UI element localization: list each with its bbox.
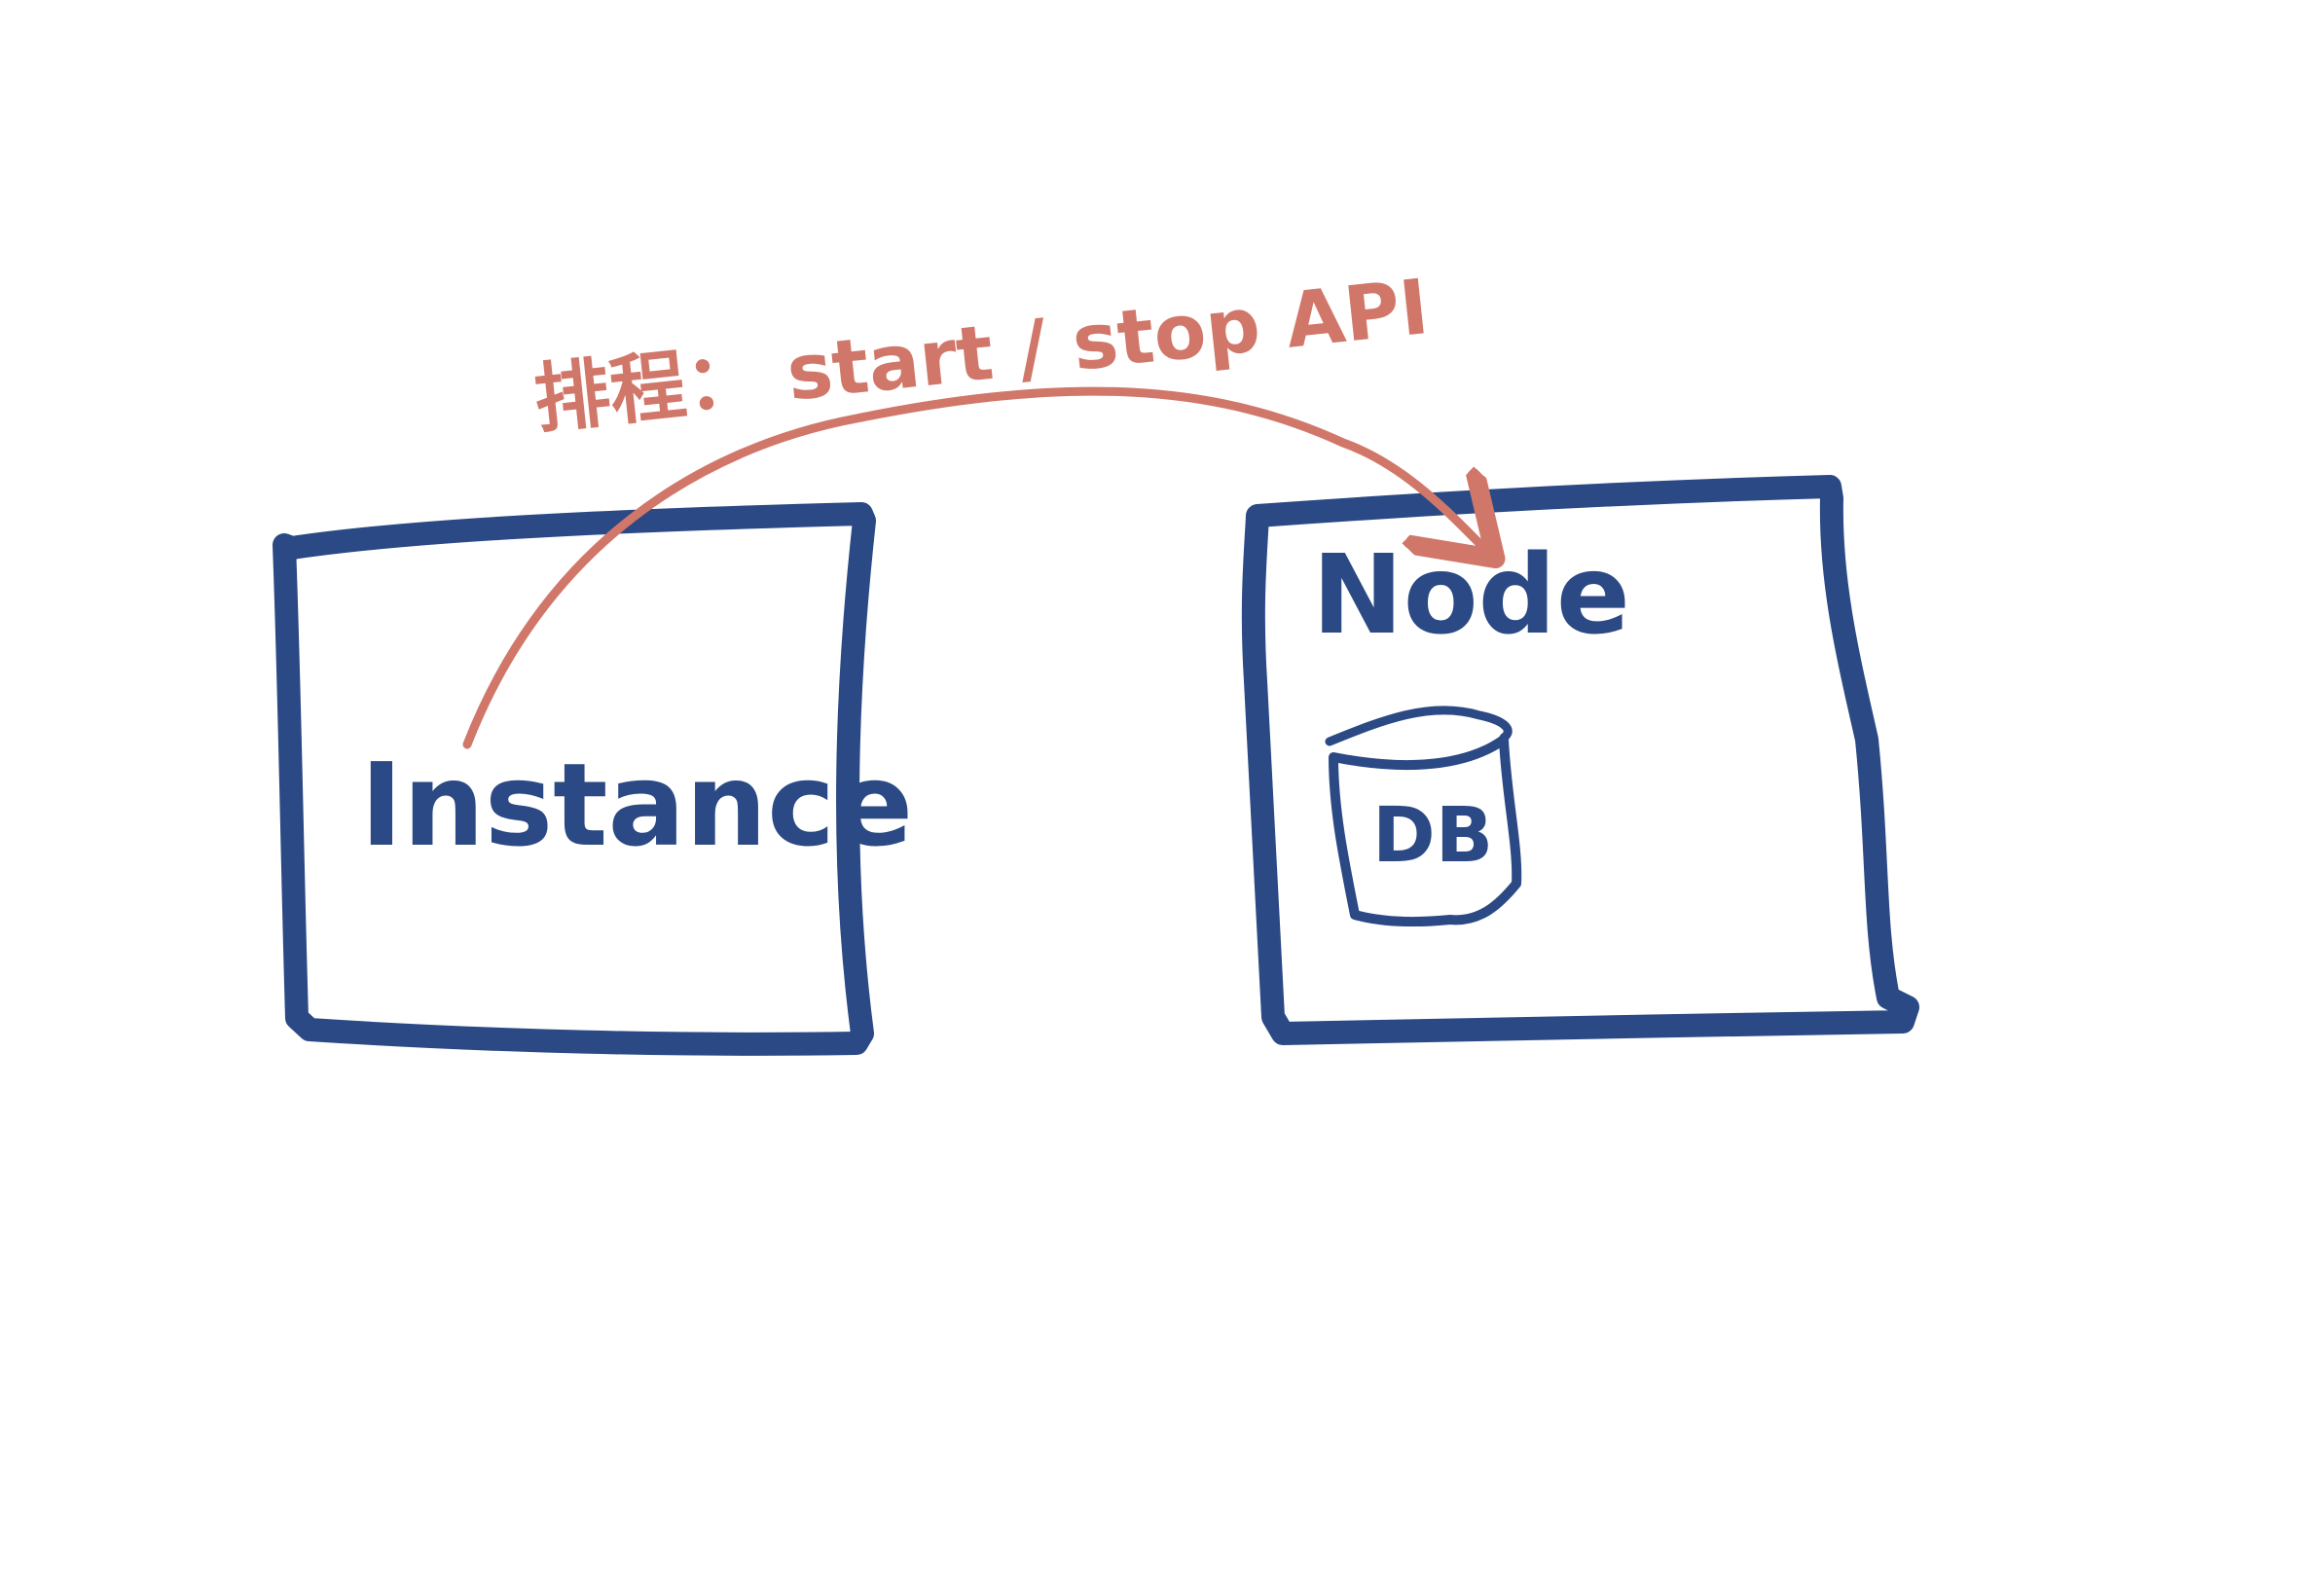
node-box-border	[1241, 475, 1919, 1045]
schedule-arrow	[462, 386, 1489, 749]
node-label: Node	[1312, 532, 1630, 659]
db-cylinder-body	[1329, 735, 1522, 927]
db-cylinder: DB	[1325, 706, 1522, 927]
schedule-edge-label: 排程： start / stop API	[530, 264, 1433, 445]
instance-label: Instance	[360, 738, 913, 872]
db-label: DB	[1372, 792, 1493, 880]
node-box: Node DB	[1241, 475, 1919, 1045]
instance-box: Instance	[273, 502, 913, 1056]
db-cylinder-top	[1325, 706, 1513, 746]
